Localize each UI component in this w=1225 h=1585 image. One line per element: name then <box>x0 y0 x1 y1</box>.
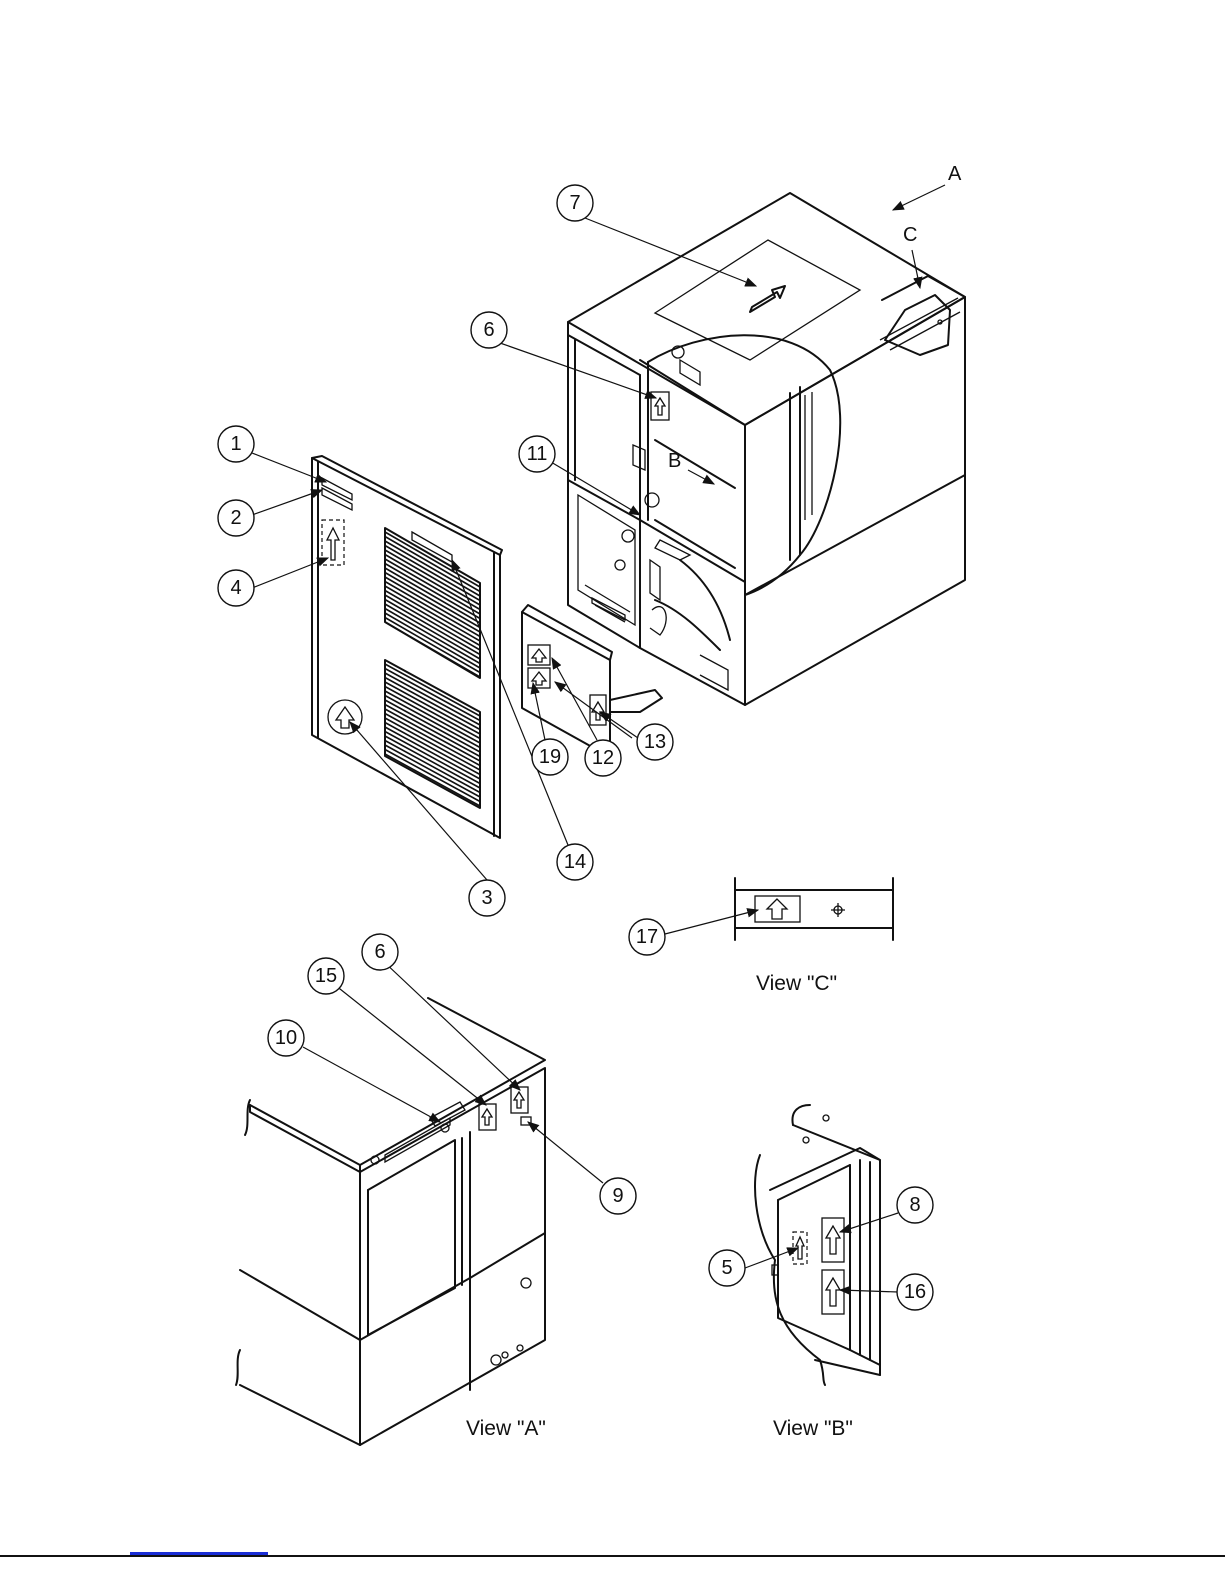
svg-text:9: 9 <box>612 1185 623 1207</box>
callout-13: 13 <box>637 724 673 760</box>
view-c-caption: View "C" <box>756 972 837 995</box>
svg-text:4: 4 <box>230 577 241 599</box>
callout-6-view-a: 6 <box>362 934 398 970</box>
svg-text:10: 10 <box>275 1027 297 1049</box>
svg-text:5: 5 <box>721 1257 732 1279</box>
callout-1: 1 <box>218 426 254 462</box>
callout-5: 5 <box>709 1250 745 1286</box>
callout-19: 19 <box>532 739 568 775</box>
footer-rule <box>0 1555 1225 1557</box>
callout-15: 15 <box>308 958 344 994</box>
view-c-indicator: C <box>903 224 917 246</box>
callout-8: 8 <box>897 1187 933 1223</box>
callout-3: 3 <box>469 880 505 916</box>
svg-text:6: 6 <box>483 319 494 341</box>
callout-12: 12 <box>585 740 621 776</box>
callout-16: 16 <box>897 1274 933 1310</box>
svg-text:12: 12 <box>592 747 614 769</box>
svg-text:15: 15 <box>315 965 337 987</box>
view-b-caption: View "B" <box>773 1417 853 1440</box>
callout-4: 4 <box>218 570 254 606</box>
callout-7: 7 <box>557 185 593 221</box>
view-b-detail <box>755 1105 880 1385</box>
svg-text:3: 3 <box>481 887 492 909</box>
callout-14: 14 <box>557 844 593 880</box>
view-a-caption: View "A" <box>466 1417 546 1440</box>
view-a-detail <box>236 998 545 1445</box>
callout-11: 11 <box>519 436 555 472</box>
callout-2: 2 <box>218 500 254 536</box>
svg-text:8: 8 <box>909 1194 920 1216</box>
view-c-detail <box>735 878 893 940</box>
svg-text:16: 16 <box>904 1281 926 1303</box>
svg-text:7: 7 <box>569 192 580 214</box>
view-a-indicator: A <box>948 163 962 185</box>
svg-text:6: 6 <box>374 941 385 963</box>
front-panel <box>312 456 502 838</box>
callout-17: 17 <box>629 919 665 955</box>
svg-text:19: 19 <box>539 746 561 768</box>
svg-text:17: 17 <box>636 926 658 948</box>
view-b-indicator: B <box>668 450 681 472</box>
svg-text:1: 1 <box>230 433 241 455</box>
footer-link-underline[interactable] <box>130 1552 268 1555</box>
callout-6: 6 <box>471 312 507 348</box>
svg-text:14: 14 <box>564 851 586 873</box>
svg-text:13: 13 <box>644 731 666 753</box>
callout-9: 9 <box>600 1178 636 1214</box>
label-6-decal <box>651 392 669 420</box>
svg-text:2: 2 <box>230 507 241 529</box>
ice-machine-cabinet <box>568 193 965 705</box>
svg-text:11: 11 <box>527 443 548 465</box>
callout-10: 10 <box>268 1020 304 1056</box>
